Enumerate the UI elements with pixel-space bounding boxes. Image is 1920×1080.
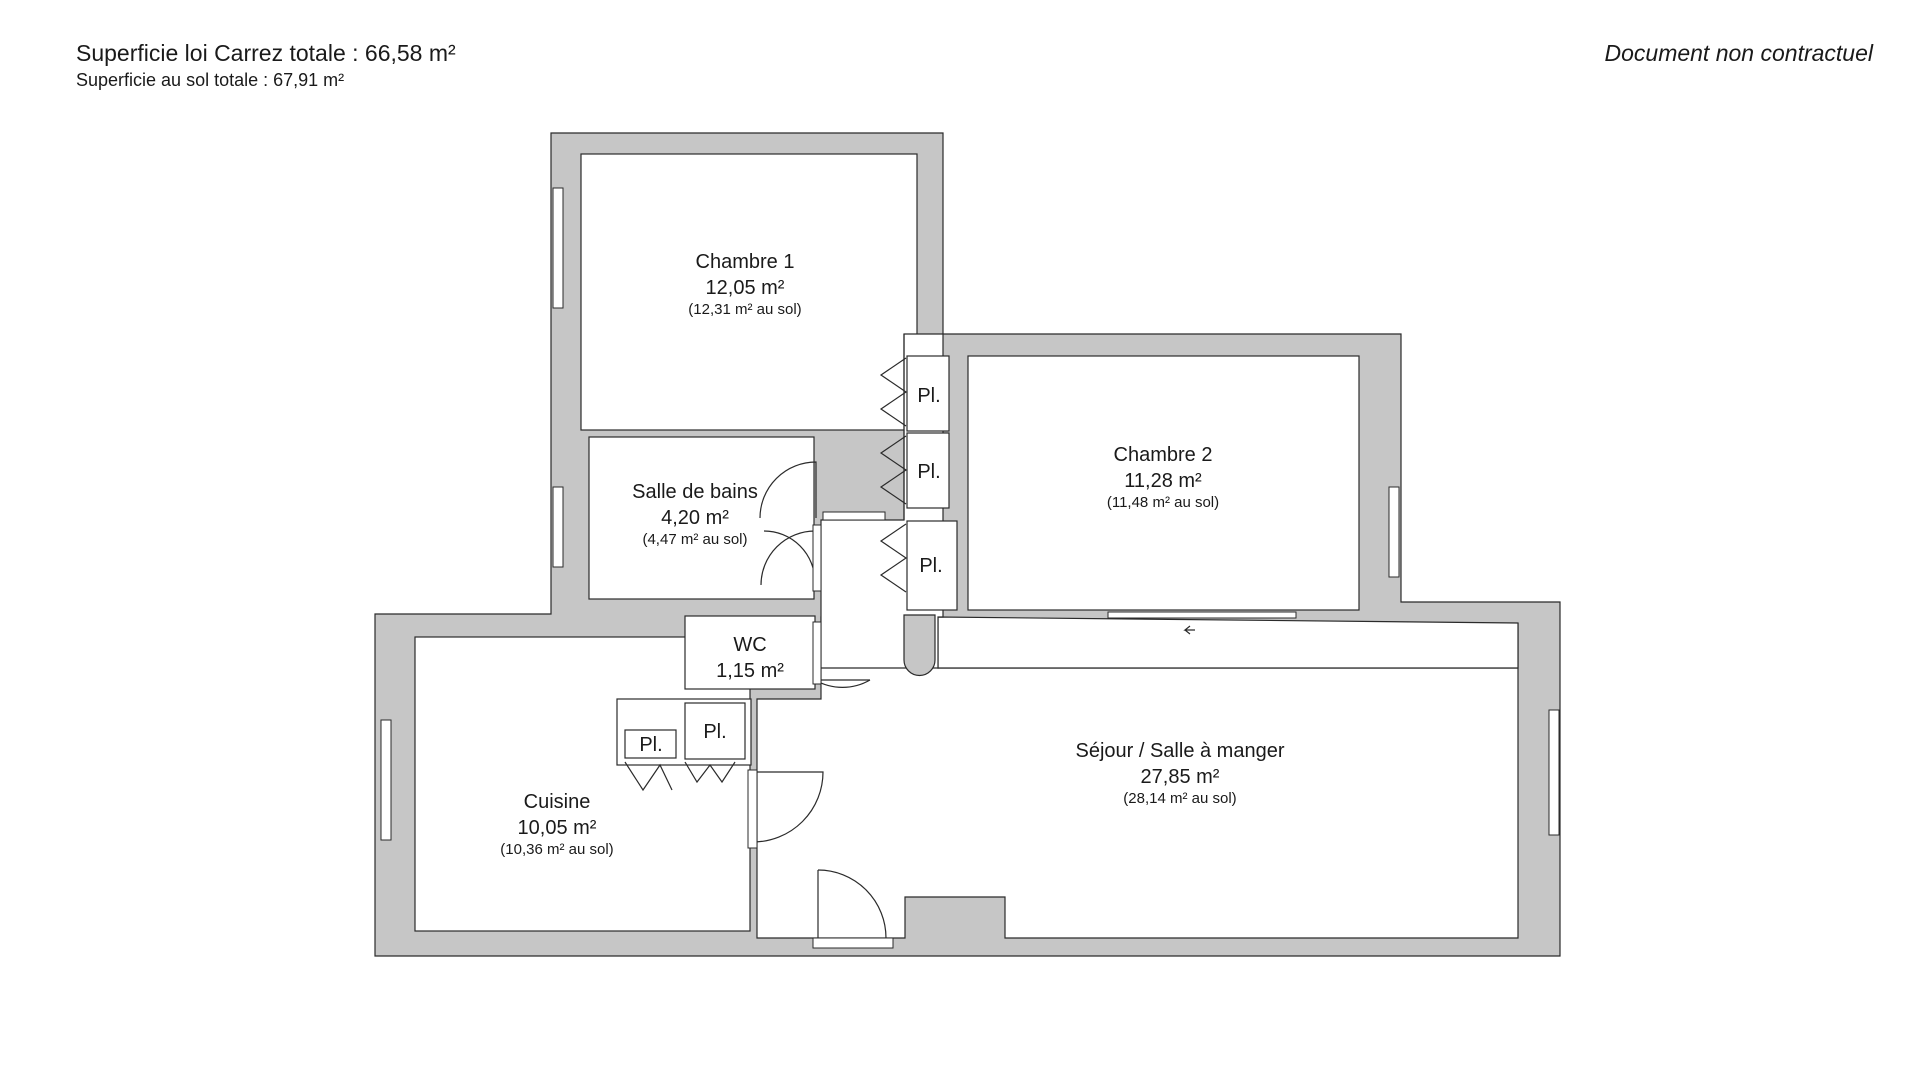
area-cuisine: 10,05 m² [518, 817, 597, 839]
floor-area-chambre-2: (11,48 m² au sol) [1107, 494, 1219, 511]
placard-label-4: Pl. [703, 721, 726, 743]
placard-label-3: Pl. [919, 555, 942, 577]
placard-label-5: Pl. [639, 734, 662, 756]
label-chambre-1: Chambre 1 [696, 251, 795, 273]
floor-area-salle-de-bains: (4,47 m² au sol) [642, 531, 747, 548]
room-salle-de-bains [588, 436, 815, 600]
placard-label-2: Pl. [917, 461, 940, 483]
room-chambre-1 [580, 153, 918, 431]
area-sejour: 27,85 m² [1141, 766, 1220, 788]
doors [747, 461, 894, 949]
label-sejour: Séjour / Salle à manger [1075, 740, 1284, 762]
baie-vitree-chambre-2 [1107, 611, 1297, 619]
placard-1 [906, 355, 950, 432]
total-floor-surface: Superficie au sol totale : 67,91 m² [76, 70, 345, 90]
placard-doors [624, 357, 908, 792]
area-chambre-2: 11,28 m² [1124, 470, 1202, 492]
placards [624, 355, 958, 760]
windows [380, 187, 1560, 841]
label-wc: WC [733, 634, 766, 656]
room-labels: Chambre 1 12,05 m² (12,31 m² au sol) Cha… [500, 251, 1285, 858]
area-chambre-1: 12,05 m² [706, 277, 785, 299]
window-sejour [1548, 709, 1560, 836]
window-chambre-1 [552, 187, 564, 309]
placard-5 [624, 729, 677, 759]
placard-labels: Pl. Pl. Pl. Pl. Pl. [639, 385, 942, 756]
area-wc: 1,15 m² [716, 660, 784, 682]
window-cuisine [380, 719, 392, 841]
placard-3 [906, 520, 958, 611]
corridor-pillar [903, 614, 936, 677]
label-salle-de-bains: Salle de bains [632, 481, 758, 503]
label-cuisine: Cuisine [524, 791, 591, 813]
disclaimer: Document non contractuel [1604, 40, 1874, 66]
area-salle-de-bains: 4,20 m² [661, 507, 729, 529]
label-chambre-2: Chambre 2 [1114, 444, 1213, 466]
room-chambre-2 [967, 355, 1360, 611]
floor-area-sejour: (28,14 m² au sol) [1123, 790, 1236, 807]
room-sejour-upper [937, 616, 1519, 669]
window-chambre-2 [1388, 486, 1400, 578]
placard-2 [906, 432, 950, 509]
surface-summary: Superficie loi Carrez totale : 66,58 m² … [76, 38, 456, 92]
window-salle-de-bains [552, 486, 564, 568]
floor-area-chambre-1: (12,31 m² au sol) [688, 301, 801, 318]
placard-label-1: Pl. [917, 385, 940, 407]
total-carrez-surface: Superficie loi Carrez totale : 66,58 m² [76, 40, 456, 66]
room-wc [684, 615, 816, 690]
floor-area-cuisine: (10,36 m² au sol) [500, 841, 613, 858]
placard-4 [684, 702, 746, 760]
